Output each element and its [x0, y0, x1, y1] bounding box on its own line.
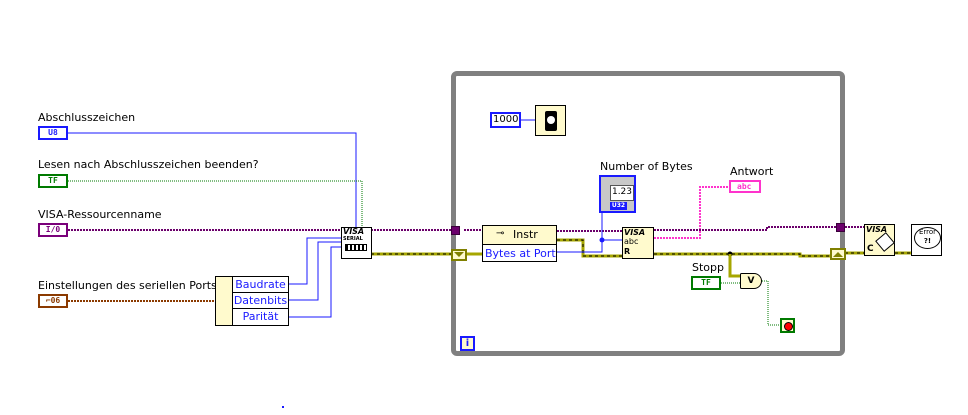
- error-label: Error: [918, 228, 937, 236]
- type-tag: TF: [48, 176, 58, 185]
- stop-control-label: Stopp: [692, 261, 724, 274]
- antwort-indicator[interactable]: abc: [729, 180, 761, 193]
- type-tag: TF: [701, 278, 711, 287]
- close-label: C: [867, 244, 874, 254]
- indicator-label-antwort: Antwort: [730, 165, 774, 178]
- wire-termchar-enable: [68, 180, 363, 228]
- visa-input-tunnel[interactable]: [451, 226, 460, 235]
- wait-ms-node[interactable]: [535, 105, 566, 136]
- visa-label: VISA: [866, 225, 888, 234]
- wristwatch-icon: [545, 111, 557, 131]
- control-serial-settings-terminal[interactable]: ⌐06: [38, 294, 68, 308]
- key-icon: ⊸: [496, 228, 505, 239]
- serial-connector-icon: [345, 244, 367, 251]
- string-label: abc: [624, 237, 639, 246]
- wire-error-to-or: [728, 254, 742, 278]
- control-label-serial-settings: Einstellungen des seriellen Ports: [38, 279, 217, 292]
- unbundle-by-name[interactable]: Baudrate Datenbits Parität: [215, 276, 289, 326]
- wire-databits: [289, 241, 341, 301]
- type-tag: I/0: [45, 225, 61, 234]
- visa-label: VISA: [343, 227, 365, 236]
- unbundle-field-parity[interactable]: Parität: [232, 309, 288, 325]
- error-symbol: ?!: [923, 237, 932, 245]
- visa-configure-serial-node[interactable]: VISA SERIAL: [341, 227, 372, 259]
- control-label-termchar: Abschlusszeichen: [38, 111, 136, 124]
- wire-baudrate: [289, 237, 341, 285]
- type-tag: U32: [610, 202, 627, 210]
- numeric-display: 1.23: [610, 185, 634, 201]
- read-label: R: [624, 247, 631, 256]
- serial-label: SERIAL: [343, 236, 363, 242]
- down-triangle-icon: [454, 252, 464, 257]
- type-tag: ⌐06: [45, 296, 61, 305]
- while-loop[interactable]: [451, 71, 845, 356]
- shift-register-left[interactable]: [451, 249, 467, 261]
- or-gate-node[interactable]: V: [740, 273, 762, 289]
- wire-termchar: [68, 132, 357, 228]
- wire-bytes-at-port: [557, 239, 623, 253]
- visa-read-node[interactable]: VISA abc R: [622, 227, 654, 259]
- control-label-termchar-enable: Lesen nach Abschlusszeichen beenden?: [38, 158, 259, 171]
- visa-label: VISA: [624, 228, 646, 237]
- stop-sign-icon: [784, 322, 793, 331]
- property-node-class: Instr: [513, 228, 538, 241]
- wire-visa-out: [654, 226, 836, 231]
- type-tag: U8: [48, 128, 58, 137]
- unbundle-field-baudrate[interactable]: Baudrate: [232, 277, 288, 293]
- indicator-label-number-of-bytes: Number of Bytes: [600, 160, 693, 173]
- property-bytes-at-port[interactable]: Bytes at Port: [485, 247, 556, 260]
- control-termchar-terminal[interactable]: U8: [38, 126, 68, 140]
- iteration-terminal: i: [460, 336, 475, 351]
- wait-ms-constant[interactable]: 1000: [490, 112, 521, 128]
- close-book-icon: [875, 232, 895, 252]
- visa-output-tunnel[interactable]: [836, 223, 845, 232]
- visa-close-node[interactable]: VISA C: [864, 224, 895, 256]
- control-termchar-enable-terminal[interactable]: TF: [38, 174, 68, 188]
- up-triangle-icon: [833, 252, 843, 257]
- visa-property-node[interactable]: ⊸ Instr Bytes at Port: [482, 225, 557, 262]
- wire-antwort: [654, 186, 731, 239]
- speech-bubble-icon: Error ?!: [914, 227, 941, 249]
- unbundle-field-databits[interactable]: Datenbits: [232, 293, 288, 309]
- wire-or-to-loopcond: [762, 280, 780, 326]
- control-label-visa-resource: VISA-Ressourcenname: [38, 208, 162, 221]
- simple-error-handler-node[interactable]: Error ?!: [911, 224, 942, 256]
- number-of-bytes-indicator[interactable]: 1.23 U32: [599, 175, 636, 213]
- control-visa-resource-terminal[interactable]: I/0: [38, 223, 68, 237]
- loop-condition-terminal[interactable]: [780, 318, 795, 333]
- shift-register-right[interactable]: [830, 248, 846, 260]
- wire-parity: [289, 246, 341, 318]
- stop-control-terminal[interactable]: TF: [691, 276, 721, 290]
